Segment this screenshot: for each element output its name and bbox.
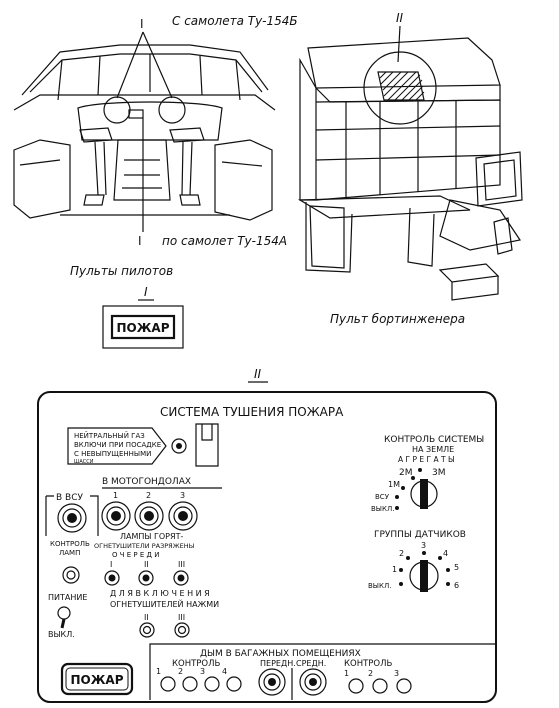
power-toggle-switch[interactable] (57, 606, 71, 629)
lamp-control-1: КОНТРОЛЬ (50, 540, 90, 548)
smoke-control-left-2[interactable] (182, 676, 198, 692)
activation-2: ОГНЕТУШИТЕЛЕЙ НАЖМИ (110, 598, 219, 609)
activation-num-2: II (144, 613, 149, 622)
lamps-title-1: ЛАМПЫ ГОРЯТ- (120, 532, 183, 541)
sensor-pos-6: 6 (454, 581, 459, 590)
ground-pos-3m: 3М (432, 468, 446, 478)
queue-1: I (110, 560, 112, 569)
gondola-2: 2 (146, 491, 151, 500)
caption-tu154a: по самолет Ту-154А (162, 234, 287, 248)
smoke-label: ДЫМ В БАГАЖНЫХ ПОМЕЩЕНИЯХ (200, 649, 361, 659)
sensor-pos-5: 5 (454, 563, 459, 572)
gondola-2-button[interactable] (134, 501, 164, 531)
sensor-pos-1: 1 (392, 565, 397, 574)
ground-pos-2m: 2М (399, 468, 413, 478)
gondola-3-button[interactable] (168, 501, 198, 531)
detail-i-button-text: ПОЖАР (116, 321, 169, 335)
ground-control-1: КОНТРОЛЬ СИСТЕМЫ (384, 435, 484, 445)
smoke-left-num-1: 1 (156, 667, 161, 676)
neutral-gas-button[interactable] (171, 438, 187, 454)
motogondola-label: В МОТОГОНДОЛАХ (102, 477, 191, 487)
vsu-extinguisher-button[interactable] (57, 503, 87, 533)
activate-queue-3-button[interactable] (174, 622, 190, 638)
queue-1-lamp (104, 570, 120, 586)
neutral-gas-placard (67, 427, 167, 465)
smoke-front-button[interactable] (258, 668, 286, 696)
fire-warning-text: ПОЖАР (70, 673, 123, 687)
callout-i-top: I (140, 17, 144, 31)
smoke-control-left-3[interactable] (204, 676, 220, 692)
callout-i-bottom: I (138, 234, 142, 248)
activation-1: Д Л Я В К Л Ю Ч Е Н И Я (110, 589, 210, 598)
power-label: ПИТАНИЕ (48, 593, 87, 602)
smoke-control-left: КОНТРОЛЬ (172, 659, 221, 669)
smoke-control-right-1[interactable] (348, 678, 364, 694)
queue-2-lamp (138, 570, 154, 586)
caption-tu154b: С самолета Ту-154Б (172, 14, 298, 28)
ground-pos-1m: 1М (388, 480, 400, 489)
sensor-pos-off: ВЫКЛ. (368, 582, 391, 590)
smoke-control-left-1[interactable] (160, 676, 176, 692)
detail-i-label: I (144, 285, 148, 299)
neutral-gas-switch-guard[interactable] (195, 423, 219, 467)
activation-num-3: III (178, 613, 185, 622)
ground-pos-off: ВЫКЛ. (371, 505, 394, 513)
front-label: ПЕРЕДН. (260, 659, 296, 668)
smoke-control-right: КОНТРОЛЬ (344, 659, 393, 669)
ground-pos-vsu: ВСУ (375, 493, 390, 501)
sensor-groups-label: ГРУППЫ ДАТЧИКОВ (374, 530, 466, 540)
warning-line-1: НЕЙТРАЛЬНЫЙ ГАЗ (74, 431, 145, 440)
sensor-pos-2: 2 (399, 549, 404, 558)
smoke-right-num-2: 2 (368, 669, 373, 678)
smoke-left-num-4: 4 (222, 667, 227, 676)
smoke-control-right-2[interactable] (372, 678, 388, 694)
caption-pilot-consoles: Пульты пилотов (70, 264, 173, 278)
warning-line-4: ШАССИ (74, 459, 94, 465)
smoke-left-num-2: 2 (178, 667, 183, 676)
smoke-control-left-4[interactable] (226, 676, 242, 692)
detail-i: I ПОЖАР (102, 285, 184, 349)
gondola-1: 1 (113, 491, 118, 500)
smoke-middle-button[interactable] (299, 668, 327, 696)
lamps-title-3: О Ч Е Р Е Д И (112, 551, 159, 559)
ground-test-selector[interactable] (395, 468, 438, 510)
middle-label: СРЕДН. (296, 659, 326, 668)
gondola-1-button[interactable] (101, 501, 131, 531)
panel-title: СИСТЕМА ТУШЕНИЯ ПОЖАРА (160, 405, 344, 419)
warning-line-3: С НЕВЫПУЩЕННЫМИ (74, 450, 151, 458)
ground-control-2: НА ЗЕМЛЕ (412, 445, 454, 454)
sensor-pos-3: 3 (421, 541, 426, 550)
smoke-right-num-1: 1 (344, 669, 349, 678)
queue-2: II (144, 560, 149, 569)
smoke-control-right-3[interactable] (396, 678, 412, 694)
warning-line-2: ВКЛЮЧИ ПРИ ПОСАДКЕ (74, 441, 161, 449)
queue-3-lamp (173, 570, 189, 586)
activate-queue-2-button[interactable] (139, 622, 155, 638)
lamps-title-2: ОГНЕТУШИТЕЛИ РАЗРЯЖЕНЫ (94, 542, 195, 550)
smoke-left-num-3: 3 (200, 667, 205, 676)
gondola-3: 3 (180, 491, 185, 500)
fire-panel-frame (37, 391, 497, 703)
ground-control-3: А Г Р Е Г А Т Ы (398, 455, 455, 464)
queue-3: III (178, 560, 185, 569)
fire-warning-button[interactable]: ПОЖАР (60, 662, 134, 696)
smoke-right-num-3: 3 (394, 669, 399, 678)
lamp-test-button[interactable] (62, 566, 80, 584)
sensor-group-selector[interactable] (399, 551, 450, 592)
pilot-cockpit-drawing: С самолета Ту-154Б I I по самолет Ту-1 (13, 14, 298, 278)
vsu-label: В ВСУ (56, 493, 83, 503)
panel-ii-label: II (254, 367, 262, 381)
caption-engineer-console: Пульт бортинженера (330, 312, 465, 326)
callout-ii-top: II (396, 11, 404, 25)
sensor-pos-4: 4 (443, 549, 448, 558)
power-off-label: ВЫКЛ. (48, 630, 75, 639)
lamp-control-2: ЛАМП (59, 549, 80, 557)
engineer-console-drawing: II Пульт бортинженера (297, 11, 523, 326)
